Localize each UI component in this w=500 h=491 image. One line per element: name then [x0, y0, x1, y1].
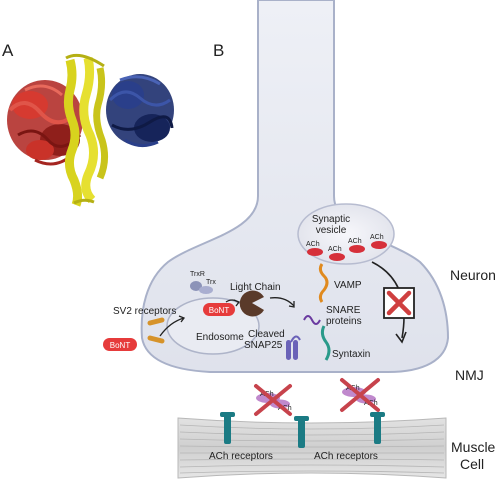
vesicle-ach-4: ACh [370, 234, 387, 249]
neuron-terminal [140, 0, 450, 373]
vamp-protein [318, 263, 329, 303]
snap25-fragment [303, 315, 321, 325]
light-chain-label: Light Chain [230, 282, 281, 293]
cleft-ach-blocked-2: ACh ACh [340, 378, 380, 412]
cleaved-label-line2: SNAP25 [244, 340, 283, 351]
muscle-label-line2: Cell [460, 456, 484, 472]
vesicle-title-line1: Synaptic [312, 214, 350, 225]
vesicle-title-line2: vesicle [316, 225, 347, 236]
svg-text:ACh: ACh [348, 238, 362, 245]
protein-structure [7, 53, 174, 207]
vesicle-ach-2: ACh [328, 246, 345, 261]
muscle-label-line1: Muscle [451, 439, 496, 455]
svg-text:ACh: ACh [306, 241, 320, 248]
syntaxin-label: Syntaxin [332, 349, 370, 360]
ach-receptors-label-1: ACh receptors [209, 451, 273, 462]
panel-b-label: B [213, 41, 224, 60]
trxr-label: TrxR [190, 271, 205, 278]
vesicle-ach-3: ACh [348, 238, 365, 253]
bont-inner-pill [203, 303, 235, 316]
nmj-label: NMJ [455, 367, 484, 383]
vamp-label: VAMP [334, 280, 362, 291]
bont-outer-pill [103, 338, 137, 351]
svg-text:ACh: ACh [328, 246, 342, 253]
sv2-receptor-1 [147, 317, 165, 326]
ach-receptor-3 [370, 412, 385, 444]
endosome-label: Endosome [196, 332, 244, 343]
endosome: Endosome BoNT [166, 297, 260, 355]
svg-text:ACh: ACh [370, 234, 384, 241]
bont-inner-label: BoNT [209, 306, 230, 315]
sv2-receptors-label: SV2 receptors [113, 306, 176, 317]
navy-domain [106, 74, 174, 147]
trx-label: Trx [206, 279, 216, 286]
trxr-trx-complex: TrxR Trx [190, 271, 216, 294]
syntaxin-protein [320, 325, 331, 361]
ach-receptors-label-2: ACh receptors [314, 451, 378, 462]
bont-outer-label: BoNT [110, 341, 131, 350]
arrow-lightchain-to-snare [269, 297, 295, 307]
muscle-cell [177, 417, 447, 479]
neuron-label: Neuron [450, 267, 496, 283]
snare-label-line1: SNARE [326, 305, 361, 316]
blocked-fusion-icon [371, 261, 415, 344]
ach-receptor-1 [220, 412, 235, 444]
cleaved-snap25-protein [286, 335, 301, 360]
yellow-helices [63, 53, 109, 207]
cleft-ach-blocked-1: ACh ACh [254, 384, 292, 416]
ach-receptor-2 [294, 416, 309, 448]
snare-label-line2: proteins [326, 316, 362, 327]
panel-a-label: A [2, 41, 14, 60]
sv2-receptor-2 [147, 335, 165, 344]
light-chain-pacman [239, 290, 264, 317]
cleaved-label-line1: Cleaved [248, 329, 285, 340]
vesicle-ach-1: ACh [306, 241, 323, 256]
synaptic-vesicle: Synaptic vesicle ACh ACh ACh ACh [297, 203, 395, 265]
arrow-bont-uptake [159, 317, 185, 337]
